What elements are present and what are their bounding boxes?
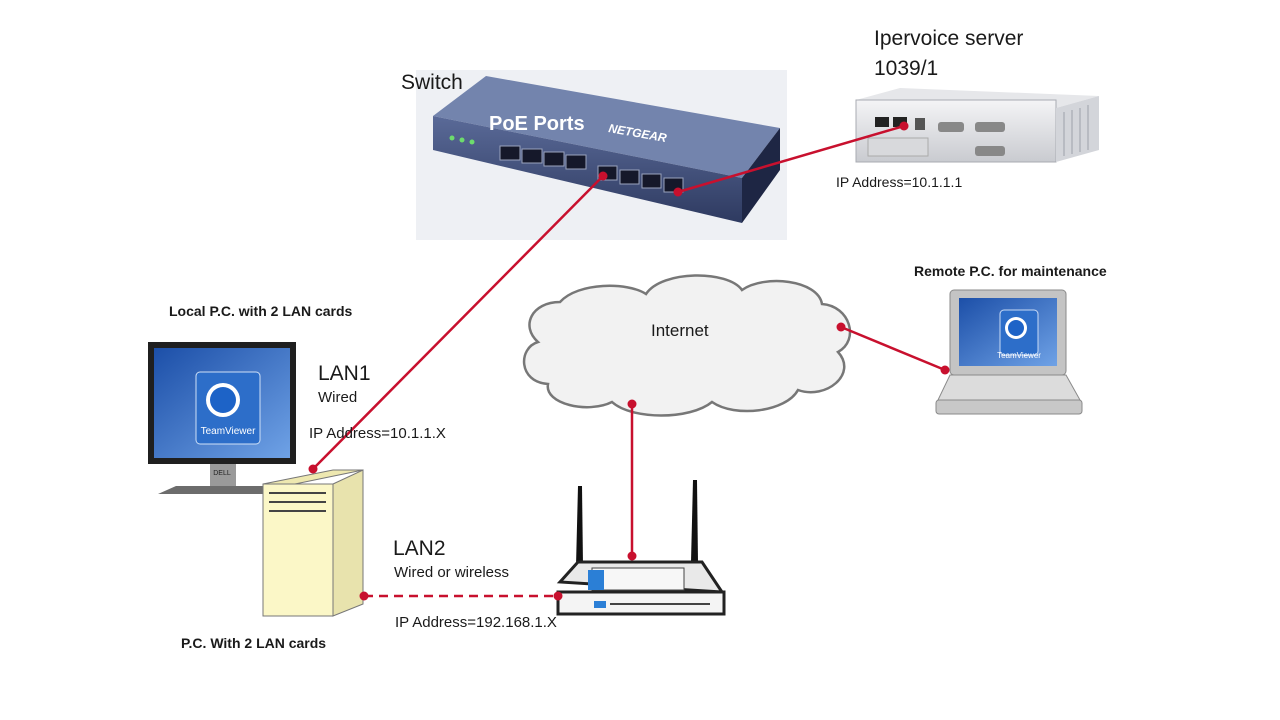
internet-remote-link-start-dot (836, 322, 846, 332)
local-pc-label: Local P.C. with 2 LAN cards (169, 303, 353, 319)
remote-pc-label: Remote P.C. for maintenance (914, 263, 1107, 279)
switch-ports-text: PoE Ports (489, 113, 585, 135)
lan1-ip: IP Address=10.1.1.X (309, 425, 446, 442)
local-monitor-icon (148, 342, 296, 494)
internet-remote-link-line (840, 325, 946, 372)
internet-cloud-icon (522, 274, 852, 417)
server-name-line2: 1039/1 (874, 57, 939, 80)
lan2-subtitle: Wired or wireless (394, 564, 510, 581)
remote-teamviewer-text: TeamViewer (997, 351, 1041, 360)
tower-pc-label: P.C. With 2 LAN cards (181, 635, 327, 651)
internet-remote-link-end-dot (940, 365, 950, 375)
internet-label: Internet (651, 321, 709, 340)
lan2-title: LAN2 (393, 537, 446, 560)
lan1-link-line (312, 175, 604, 470)
router-icon (556, 480, 726, 616)
server-name-line1: Ipervoice server (874, 27, 1024, 50)
switch-server-link-start-dot (673, 187, 683, 197)
lan1-title: LAN1 (318, 362, 371, 385)
lan1-link-end-dot (598, 171, 608, 181)
lan1-subtitle: Wired (318, 389, 358, 406)
lan1-link-start-dot (308, 464, 318, 474)
internet-router-link-end-dot (627, 551, 637, 561)
lan2-ip: IP Address=192.168.1.X (395, 614, 557, 631)
monitor-brand-text: DELL (213, 470, 231, 477)
server-ip: IP Address=10.1.1.1 (836, 174, 963, 190)
local-teamviewer-text: TeamViewer (201, 426, 257, 437)
switch-server-link-line (677, 124, 905, 194)
server-icon (855, 88, 1099, 163)
internet-router-link-start-dot (627, 399, 637, 409)
poe-switch-icon (416, 70, 787, 240)
lan2-link-end-dot (553, 591, 563, 601)
lan2-link-start-dot (359, 591, 369, 601)
remote-laptop-icon (935, 289, 1083, 415)
switch-label: Switch (401, 71, 463, 94)
switch-server-link-end-dot (899, 121, 909, 131)
tower-pc-icon (262, 469, 364, 617)
